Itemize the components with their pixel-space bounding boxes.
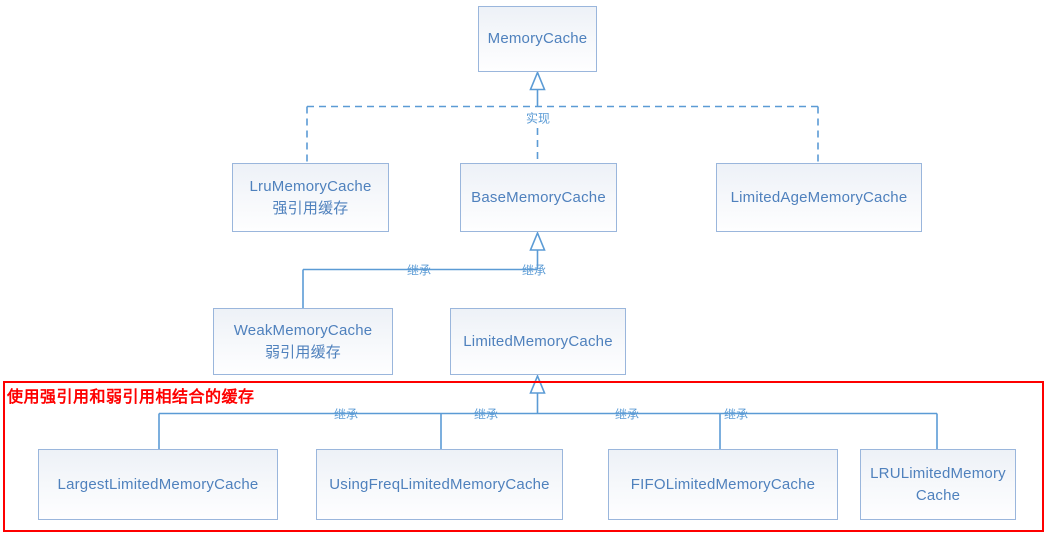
node-label: LimitedMemoryCache — [463, 332, 613, 350]
node-fifo-limited-memory-cache: FIFOLimitedMemoryCache — [608, 449, 838, 520]
node-memory-cache: MemoryCache — [478, 6, 597, 72]
inheritance-arrow-icon — [529, 230, 546, 251]
node-largest-limited-memory-cache: LargestLimitedMemoryCache — [38, 449, 278, 520]
node-sublabel: 强引用缓存 — [272, 199, 349, 217]
edge-label-inherit: 继承 — [473, 407, 499, 422]
node-limited-age-memory-cache: LimitedAgeMemoryCache — [716, 163, 922, 232]
edge-label-inherit: 继承 — [521, 263, 547, 278]
node-lru-limited-memory-cache: LRULimitedMemory Cache — [860, 449, 1016, 520]
node-using-freq-limited-memory-cache: UsingFreqLimitedMemoryCache — [316, 449, 563, 520]
annotation-group-box — [3, 381, 1044, 532]
edge-label-inherit: 继承 — [723, 407, 749, 422]
edge-label-inherit: 继承 — [333, 407, 359, 422]
node-label: LargestLimitedMemoryCache — [57, 475, 259, 493]
node-base-memory-cache: BaseMemoryCache — [460, 163, 617, 232]
node-sublabel: 弱引用缓存 — [264, 343, 341, 361]
node-label: BaseMemoryCache — [471, 188, 606, 206]
node-label: LimitedAgeMemoryCache — [730, 188, 908, 206]
node-limited-memory-cache: LimitedMemoryCache — [450, 308, 626, 375]
node-sublabel: Cache — [915, 486, 961, 504]
node-weak-memory-cache: WeakMemoryCache 弱引用缓存 — [213, 308, 393, 375]
node-label: MemoryCache — [487, 30, 588, 47]
node-label: FIFOLimitedMemoryCache — [630, 475, 816, 493]
edge-label-inherit: 继承 — [406, 263, 432, 278]
node-label: LRULimitedMemory — [870, 464, 1006, 482]
node-label: WeakMemoryCache — [233, 321, 373, 339]
annotation-group-label: 使用强引用和弱引用相结合的缓存 — [7, 389, 255, 406]
node-lru-memory-cache: LruMemoryCache 强引用缓存 — [232, 163, 389, 232]
inheritance-arrow-icon — [529, 70, 546, 91]
node-label: LruMemoryCache — [249, 177, 372, 195]
edge-label-realize: 实现 — [525, 111, 551, 126]
edge-label-inherit: 继承 — [614, 407, 640, 422]
node-label: UsingFreqLimitedMemoryCache — [329, 475, 550, 493]
